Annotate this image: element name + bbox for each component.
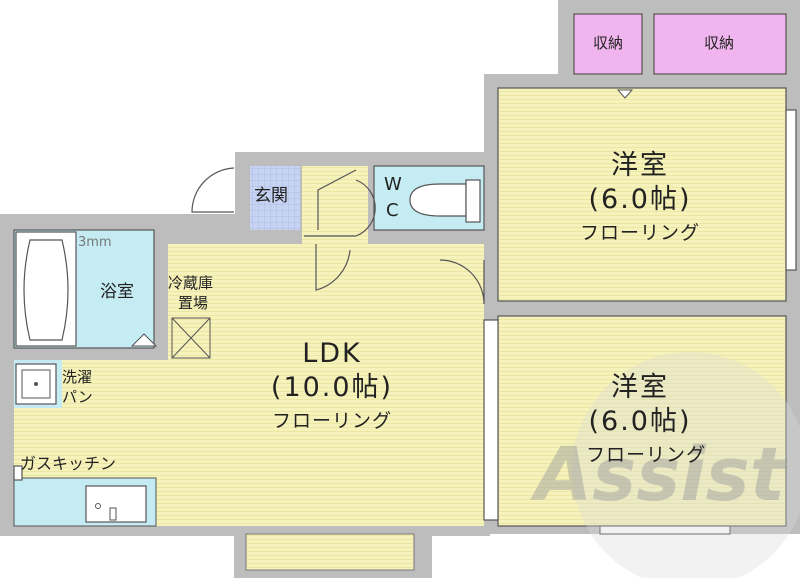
kitchen-label: ガスキッチン — [20, 454, 117, 473]
ldk-size: (10.0帖) — [270, 372, 394, 403]
wc-w-label: W — [384, 174, 402, 195]
entrance-floor — [250, 166, 300, 230]
bath-label: 浴室 — [100, 282, 134, 302]
watermark-logo: Assist — [530, 432, 788, 518]
western-lower-size: (6.0帖) — [588, 406, 692, 437]
fridge-space-icon — [171, 317, 211, 359]
western-upper-floor — [498, 88, 786, 301]
hall-floor — [302, 166, 368, 246]
ldk-name: LDK — [302, 338, 362, 369]
western-lower-floor — [498, 316, 786, 526]
western-upper-size: (6.0帖) — [588, 184, 692, 215]
storage-door-mark — [616, 89, 634, 99]
entrance-label: 玄関 — [254, 186, 288, 206]
bathtub-icon — [15, 231, 77, 347]
watermark-circle — [572, 352, 800, 578]
western-lower-name: 洋室 — [611, 372, 669, 403]
washer-pan-icon — [15, 363, 57, 405]
door-swings — [191, 167, 485, 305]
sink-icon — [85, 485, 147, 523]
western-lower-floor-label: フローリング — [585, 444, 707, 466]
bath-step-icon — [130, 333, 158, 347]
storage-right-floor — [654, 14, 786, 74]
western-upper-floor-label: フローリング — [579, 222, 701, 244]
storage-left-label: 収納 — [592, 34, 624, 52]
fridge-label-line1: 冷蔵庫 — [168, 274, 214, 292]
washer-label-line1: 洗濯 — [62, 368, 93, 386]
western-upper-name: 洋室 — [611, 150, 669, 181]
storage-right-label: 収納 — [703, 34, 735, 52]
bath-dim-fragment: 3mm — [78, 235, 112, 250]
partition-marks — [13, 109, 797, 535]
washer-label-line2: パン — [62, 388, 93, 406]
toilet-icon — [409, 179, 481, 223]
storage-left-floor — [574, 14, 642, 74]
fridge-label-line2: 置場 — [178, 294, 209, 312]
ldk-floor — [168, 244, 484, 526]
ldk-floor-label: フローリング — [271, 410, 393, 432]
wc-c-label: C — [386, 200, 399, 221]
balcony-window — [245, 533, 415, 571]
